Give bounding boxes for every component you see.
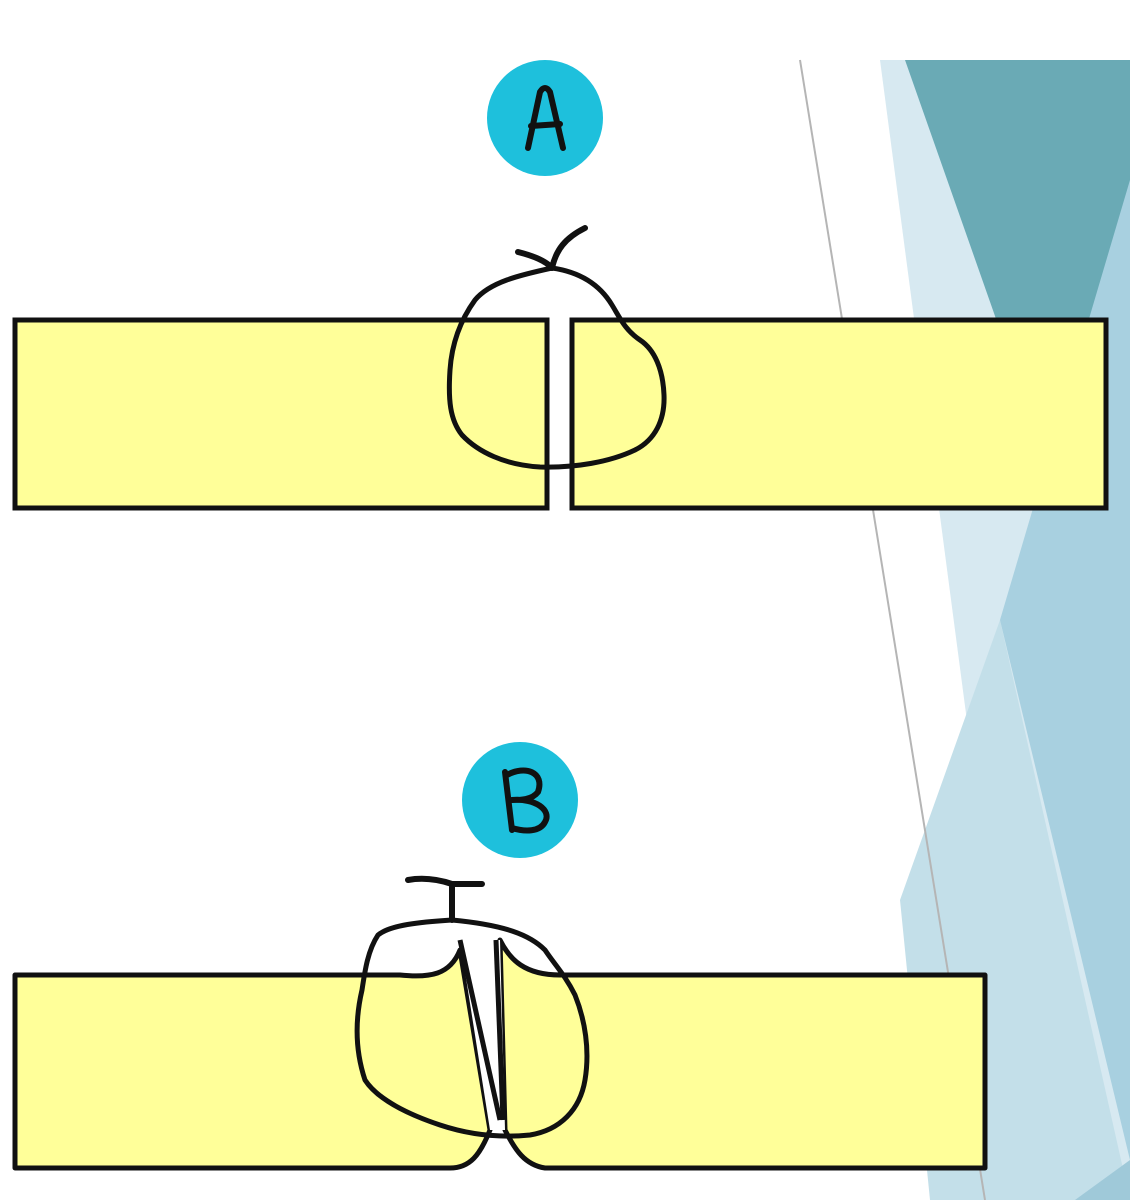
plate-b-left [12, 947, 493, 1171]
panel-a [12, 60, 1109, 511]
weld-symbol-b [405, 875, 485, 923]
plate-b-right [497, 937, 988, 1171]
weld-bead-outline-a [446, 265, 667, 470]
plate-a-left [12, 317, 550, 511]
label-badge-a [487, 60, 603, 176]
letter-a-glyph [525, 85, 566, 151]
panel-b-label: B [462, 742, 578, 858]
panel-a-label: A [487, 60, 603, 176]
letter-b-glyph [502, 767, 550, 834]
panel-b [12, 742, 988, 1171]
weld-symbol-a [515, 225, 588, 271]
weld-bead-outline-b [354, 917, 590, 1139]
